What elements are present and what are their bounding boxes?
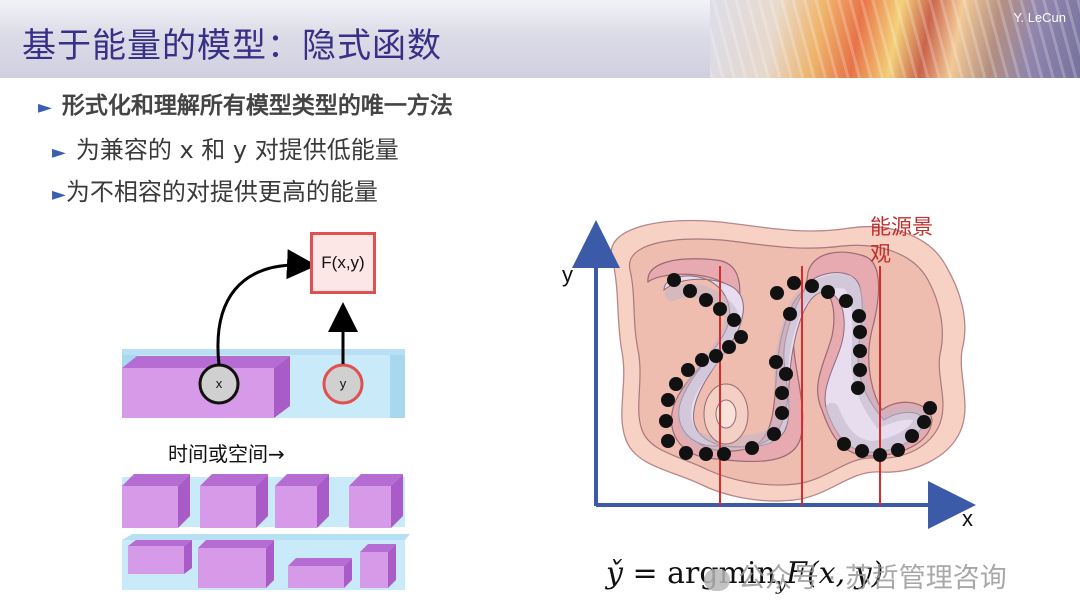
wechat-icon bbox=[704, 569, 730, 591]
y-node-label: y bbox=[333, 376, 353, 391]
sequence-label: 时间或空间→ bbox=[168, 438, 285, 467]
landscape-label: 能源景观 bbox=[870, 214, 934, 268]
watermark-text: 公众号 · 苏哲管理咨询 bbox=[738, 563, 1007, 594]
x-block bbox=[122, 368, 274, 418]
formula-equals: = bbox=[623, 556, 667, 591]
sequence-row-1 bbox=[122, 474, 405, 528]
formula-yhat: y̌ bbox=[606, 556, 623, 591]
sequence-row-2 bbox=[122, 534, 410, 590]
energy-function-box: F(x,y) bbox=[310, 232, 376, 294]
x-axis-label: x bbox=[962, 506, 973, 532]
watermark: 公众号 · 苏哲管理咨询 bbox=[704, 556, 1007, 595]
y-axis-label: y bbox=[562, 262, 573, 288]
x-node-label: x bbox=[209, 376, 229, 391]
